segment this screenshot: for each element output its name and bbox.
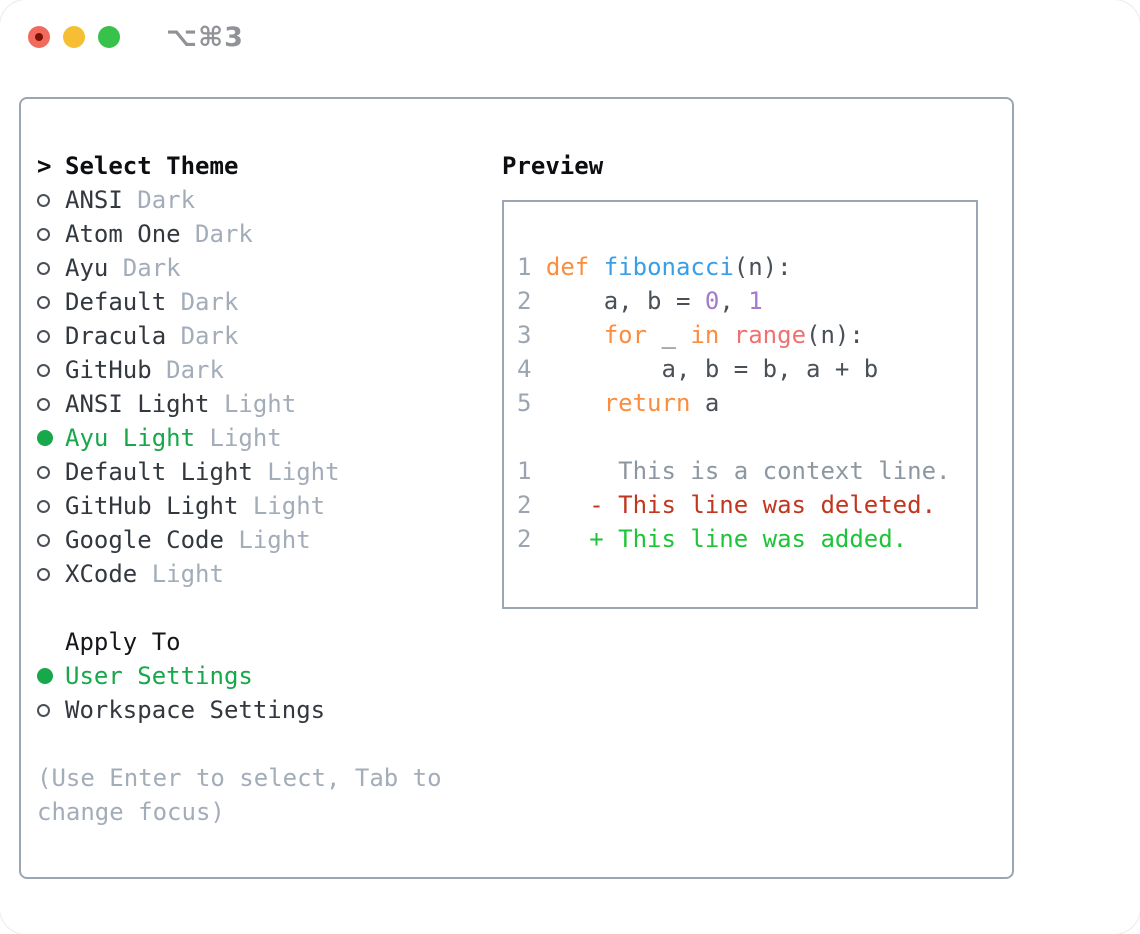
- theme-list-item[interactable]: GitHub Dark: [37, 353, 502, 387]
- theme-name: ANSI: [65, 186, 138, 214]
- radio-unselected-icon[interactable]: [37, 533, 50, 547]
- hint-line-1: (Use Enter to select, Tab to: [37, 764, 442, 792]
- radio-unselected-icon[interactable]: [37, 227, 50, 241]
- radio-unselected-icon[interactable]: [37, 397, 50, 411]
- code-line: 2 a, b = 0, 1: [517, 287, 763, 315]
- theme-variant: Dark: [166, 356, 224, 384]
- code-preview-box: 1 def fibonacci(n): 2 a, b = 0, 1 3 for _ …: [502, 200, 978, 609]
- select-theme-header: > Select Theme: [37, 149, 502, 183]
- select-theme-title: Select Theme: [65, 152, 239, 180]
- theme-list-item[interactable]: Ayu Light Light: [37, 421, 502, 455]
- theme-variant: Dark: [122, 254, 181, 282]
- theme-list-item[interactable]: Atom One Dark: [37, 217, 502, 251]
- theme-variant: Light: [252, 492, 326, 520]
- theme-name: Default: [65, 288, 181, 316]
- traffic-lights: [28, 26, 120, 48]
- theme-list-item[interactable]: Google Code Light: [37, 523, 502, 557]
- code-line: [517, 420, 968, 454]
- apply-to-list: User Settings Workspace Settings: [37, 659, 502, 727]
- apply-to-title: Apply To: [65, 628, 181, 656]
- radio-unselected-icon[interactable]: [37, 295, 50, 309]
- theme-name: Atom One: [65, 220, 196, 248]
- theme-variant: Dark: [180, 288, 239, 316]
- theme-selector-column: > Select Theme ANSI Dark Atom One Dark A…: [37, 149, 502, 877]
- theme-name: Ayu Light: [65, 424, 210, 452]
- radio-unselected-icon[interactable]: [37, 703, 50, 717]
- radio-unselected-icon[interactable]: [37, 329, 50, 343]
- theme-name: Workspace Settings: [65, 696, 326, 724]
- close-button[interactable]: [28, 26, 50, 48]
- theme-list-item[interactable]: XCode Light: [37, 557, 502, 591]
- window-title: ⌥⌘3: [166, 22, 244, 53]
- theme-variant: Light: [151, 560, 224, 588]
- apply-to-option[interactable]: Workspace Settings: [37, 693, 502, 727]
- theme-variant: Dark: [195, 220, 253, 248]
- code-line: 2 + This line was added.: [517, 525, 908, 553]
- radio-selected-icon[interactable]: [37, 430, 53, 446]
- theme-name: ANSI Light: [65, 390, 224, 418]
- theme-name: Dracula: [65, 322, 181, 350]
- radio-unselected-icon[interactable]: [37, 193, 50, 207]
- theme-name: Default Light: [65, 458, 268, 486]
- theme-name: Google Code: [65, 526, 239, 554]
- radio-unselected-icon[interactable]: [37, 567, 50, 581]
- theme-variant: Dark: [137, 186, 196, 214]
- theme-list-item[interactable]: GitHub Light Light: [37, 489, 502, 523]
- hint-line-2: change focus): [37, 798, 225, 826]
- theme-variant: Dark: [180, 322, 239, 350]
- theme-list-item[interactable]: Ayu Dark: [37, 251, 502, 285]
- code-line: 2 - This line was deleted.: [517, 491, 937, 519]
- theme-name: Ayu: [65, 254, 123, 282]
- preview-column: Preview 1 def fibonacci(n): 2 a, b = 0, 1…: [502, 149, 1012, 877]
- keyboard-hint: (Use Enter to select, Tab to change focu…: [37, 761, 482, 829]
- code-line: 4 a, b = b, a + b: [517, 355, 879, 383]
- theme-list-item[interactable]: ANSI Light Light: [37, 387, 502, 421]
- theme-name: XCode: [65, 560, 152, 588]
- apply-to-option[interactable]: User Settings: [37, 659, 502, 693]
- theme-variant: Light: [267, 458, 340, 486]
- theme-list-item[interactable]: Dracula Dark: [37, 319, 502, 353]
- radio-unselected-icon[interactable]: [37, 261, 50, 275]
- theme-list-item[interactable]: ANSI Dark: [37, 183, 502, 217]
- minimize-button[interactable]: [63, 26, 85, 48]
- theme-variant: Light: [238, 526, 311, 554]
- theme-list-item[interactable]: Default Dark: [37, 285, 502, 319]
- zoom-button[interactable]: [98, 26, 120, 48]
- code-line: 1 def fibonacci(n):: [517, 253, 792, 281]
- theme-variant: Light: [223, 390, 297, 418]
- theme-name: GitHub Light: [65, 492, 253, 520]
- focus-caret: >: [37, 152, 52, 180]
- theme-panel: > Select Theme ANSI Dark Atom One Dark A…: [19, 97, 1014, 879]
- apply-to-header: Apply To: [37, 625, 502, 659]
- theme-name: User Settings: [65, 662, 253, 690]
- radio-unselected-icon[interactable]: [37, 499, 50, 513]
- title-bar: ⌥⌘3: [0, 0, 1140, 97]
- code-line: 1 This is a context line.: [517, 457, 951, 485]
- theme-list-item[interactable]: Default Light Light: [37, 455, 502, 489]
- radio-selected-icon[interactable]: [37, 668, 53, 684]
- radio-unselected-icon[interactable]: [37, 465, 50, 479]
- radio-unselected-icon[interactable]: [37, 363, 50, 377]
- preview-title: Preview: [502, 152, 604, 180]
- theme-list: ANSI Dark Atom One Dark Ayu Dark Default…: [37, 183, 502, 591]
- code-line: 3 for _ in range(n):: [517, 321, 864, 349]
- theme-name: GitHub: [65, 356, 167, 384]
- code-line: 5 return a: [517, 389, 720, 417]
- theme-variant: Light: [209, 424, 282, 452]
